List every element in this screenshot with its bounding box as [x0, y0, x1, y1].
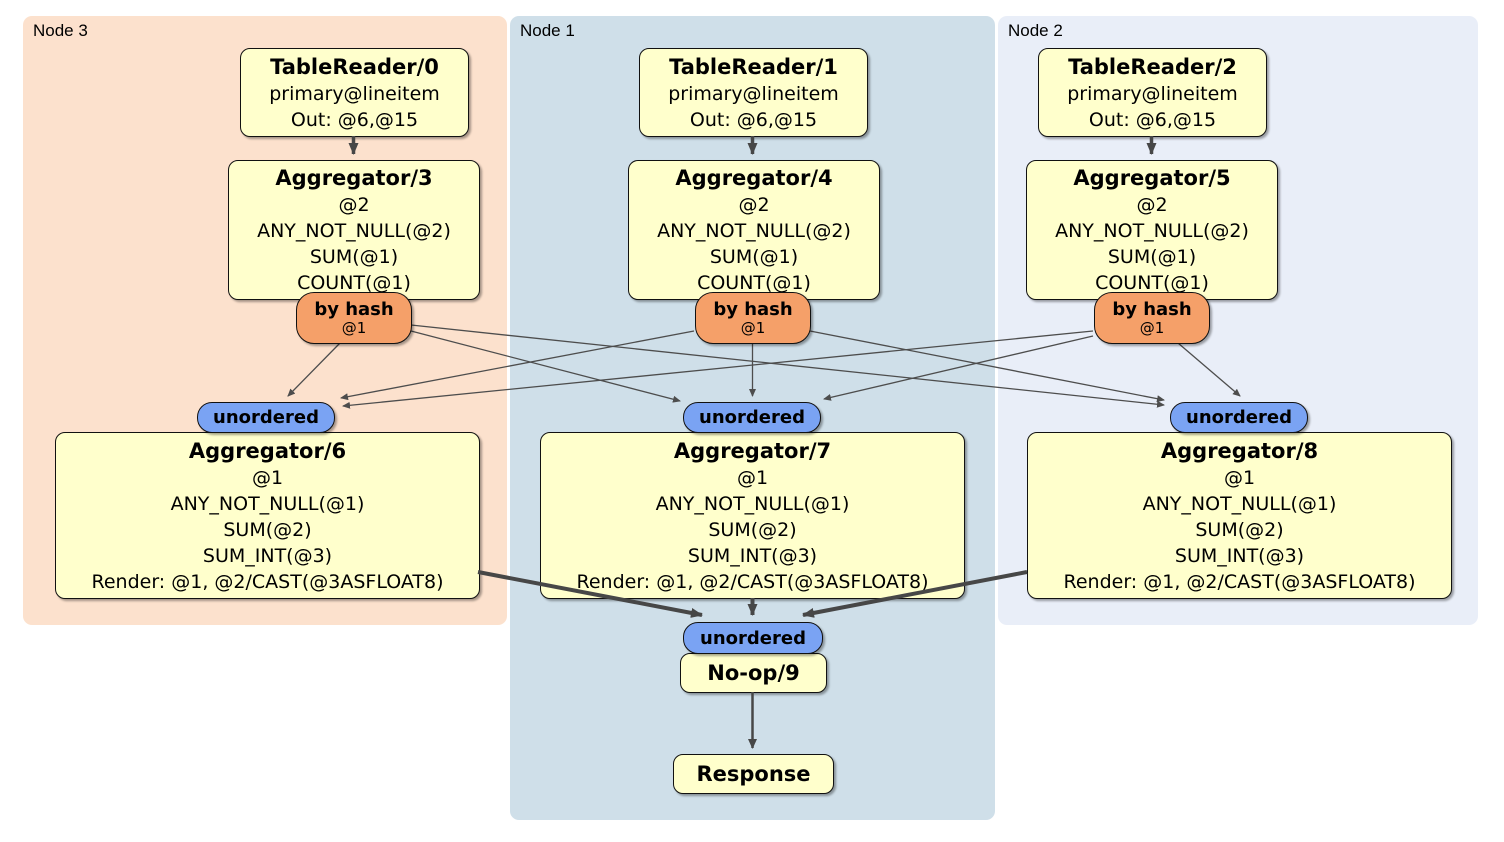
agg-func: ANY_NOT_NULL(@2): [657, 220, 851, 242]
agg-func: SUM(@2): [708, 518, 797, 541]
agg-func: SUM(@2): [223, 518, 312, 541]
agg-func: ANY_NOT_NULL(@1): [655, 492, 850, 515]
plan-node-aggregator-5: Aggregator/5 @2 ANY_NOT_NULL(@2) SUM(@1)…: [1026, 160, 1278, 300]
render-expression: Render: @1, @2/CAST(@3ASFLOAT8): [576, 570, 929, 593]
agg-func: SUM_INT(@3): [202, 544, 333, 567]
agg-func: SUM_INT(@3): [1174, 544, 1305, 567]
unordered-sync-0: unordered: [197, 402, 335, 433]
unordered-sync-final: unordered: [683, 622, 823, 654]
plan-node-tablereader-2: TableReader/2 primary@lineitem Out: @6,@…: [1038, 48, 1267, 137]
node-title: Aggregator/7: [673, 438, 832, 463]
plan-node-aggregator-8: Aggregator/8 @1 ANY_NOT_NULL(@1) SUM(@2)…: [1027, 432, 1452, 599]
agg-func: ANY_NOT_NULL(@1): [1142, 492, 1337, 515]
plan-node-noop-9: No-op/9: [680, 653, 827, 693]
agg-func: COUNT(@1): [697, 272, 811, 294]
group-by-columns: @2: [738, 194, 770, 216]
node-title: No-op/9: [707, 661, 800, 685]
node-index-detail: primary@lineitem: [1067, 82, 1238, 105]
node-index-detail: primary@lineitem: [269, 82, 440, 105]
node-group-label: Node 1: [520, 21, 575, 40]
router-label: by hash: [713, 299, 793, 320]
plan-node-response: Response: [673, 754, 834, 794]
unordered-sync-1: unordered: [683, 402, 821, 433]
hash-router-1: by hash @1: [695, 292, 811, 344]
agg-func: ANY_NOT_NULL(@2): [257, 220, 451, 242]
router-label: by hash: [314, 299, 394, 320]
node-title: TableReader/0: [270, 54, 439, 79]
router-columns: @1: [740, 319, 766, 337]
node-title: Aggregator/6: [188, 438, 347, 463]
router-columns: @1: [1139, 319, 1165, 337]
plan-node-aggregator-6: Aggregator/6 @1 ANY_NOT_NULL(@1) SUM(@2)…: [55, 432, 480, 599]
plan-node-aggregator-4: Aggregator/4 @2 ANY_NOT_NULL(@2) SUM(@1)…: [628, 160, 880, 300]
group-by-columns: @2: [1136, 194, 1168, 216]
agg-func: ANY_NOT_NULL(@2): [1055, 220, 1249, 242]
node-output-detail: Out: @6,@15: [1088, 108, 1217, 131]
node-title: Response: [696, 762, 811, 786]
render-expression: Render: @1, @2/CAST(@3ASFLOAT8): [1063, 570, 1416, 593]
agg-func: SUM(@1): [709, 246, 799, 268]
node-title: TableReader/1: [669, 54, 838, 79]
group-by-columns: @1: [1223, 466, 1256, 489]
hash-router-0: by hash @1: [296, 292, 412, 344]
node-title: Aggregator/4: [675, 166, 833, 190]
agg-func: SUM(@2): [1195, 518, 1284, 541]
agg-func: SUM(@1): [1107, 246, 1197, 268]
plan-node-tablereader-0: TableReader/0 primary@lineitem Out: @6,@…: [240, 48, 469, 137]
node-output-detail: Out: @6,@15: [290, 108, 419, 131]
node-output-detail: Out: @6,@15: [689, 108, 818, 131]
node-title: Aggregator/5: [1073, 166, 1231, 190]
unordered-sync-2: unordered: [1170, 402, 1308, 433]
agg-func: COUNT(@1): [297, 272, 411, 294]
router-columns: @1: [341, 319, 367, 337]
group-by-columns: @1: [736, 466, 769, 489]
router-label: by hash: [1112, 299, 1192, 320]
plan-node-aggregator-7: Aggregator/7 @1 ANY_NOT_NULL(@1) SUM(@2)…: [540, 432, 965, 599]
agg-func: SUM(@1): [309, 246, 399, 268]
node-index-detail: primary@lineitem: [668, 82, 839, 105]
agg-func: ANY_NOT_NULL(@1): [170, 492, 365, 515]
group-by-columns: @1: [251, 466, 284, 489]
agg-func: SUM_INT(@3): [687, 544, 818, 567]
render-expression: Render: @1, @2/CAST(@3ASFLOAT8): [91, 570, 444, 593]
node-group-label: Node 2: [1008, 21, 1063, 40]
plan-node-tablereader-1: TableReader/1 primary@lineitem Out: @6,@…: [639, 48, 868, 137]
node-group-label: Node 3: [33, 21, 88, 40]
node-title: TableReader/2: [1068, 54, 1237, 79]
plan-node-aggregator-3: Aggregator/3 @2 ANY_NOT_NULL(@2) SUM(@1)…: [228, 160, 480, 300]
node-title: Aggregator/3: [275, 166, 433, 190]
node-title: Aggregator/8: [1160, 438, 1319, 463]
group-by-columns: @2: [338, 194, 370, 216]
agg-func: COUNT(@1): [1095, 272, 1209, 294]
hash-router-2: by hash @1: [1094, 292, 1210, 344]
